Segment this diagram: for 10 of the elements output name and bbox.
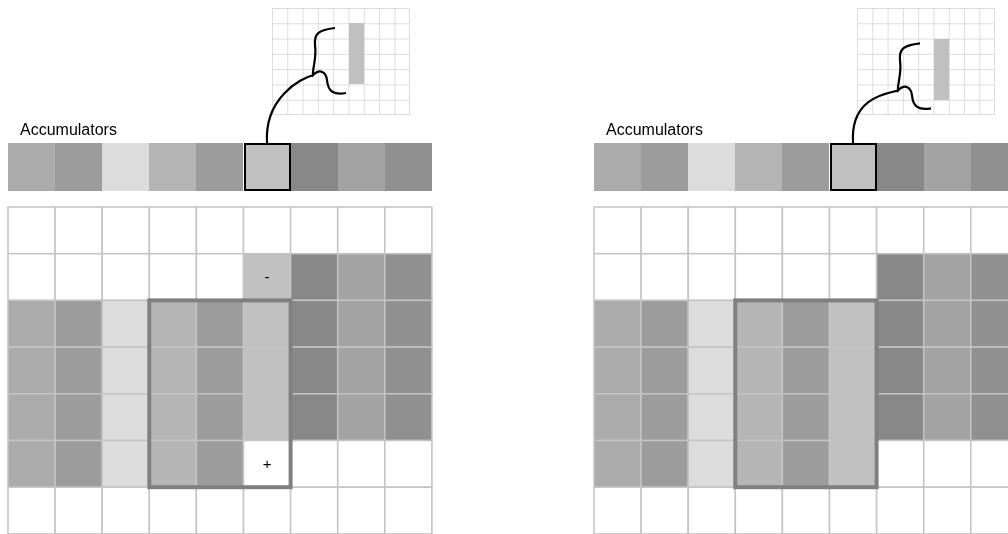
mini-grid <box>272 8 410 116</box>
accumulators-heading: Accumulators <box>606 121 703 139</box>
highlighted-accumulator <box>243 143 291 191</box>
highlighted-column <box>348 23 364 85</box>
highlighted-accumulator <box>829 143 877 191</box>
accumulators-heading: Accumulators <box>20 121 117 139</box>
highlighted-column <box>933 38 949 100</box>
mini-grid <box>857 8 995 116</box>
sign-mark: + <box>262 454 272 472</box>
sign-mark: - <box>264 267 270 285</box>
